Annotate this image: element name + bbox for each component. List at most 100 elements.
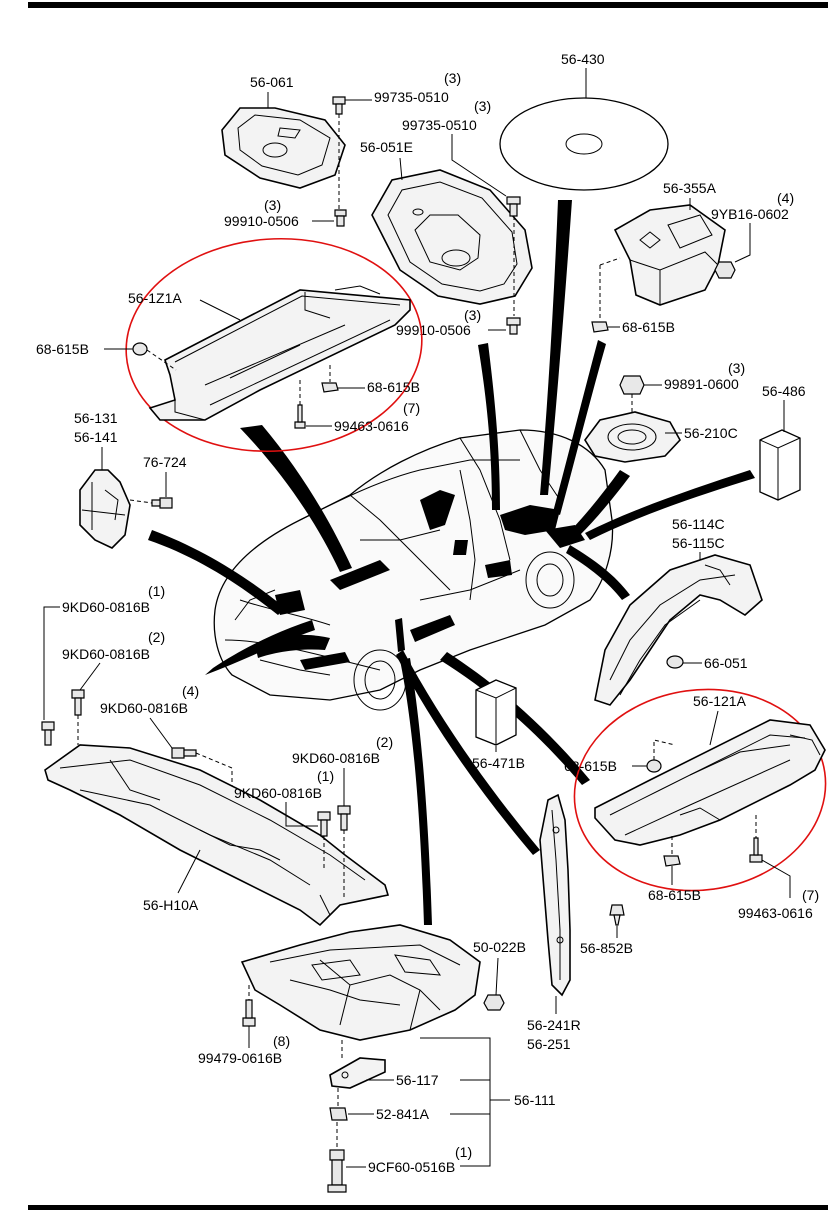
bolt-99910-0506-b [506, 317, 521, 335]
label-56-114c: 56-114C [672, 516, 725, 532]
screw-99479-0616b [242, 999, 256, 1027]
qty-3-b: (3) [474, 98, 491, 114]
qty-1-c: (1) [455, 1144, 472, 1160]
bolt-99735-0510-a [332, 96, 346, 115]
part-56-1z1a [148, 285, 411, 421]
highlight-ring-right [573, 688, 827, 892]
qty-1-a: (1) [148, 583, 165, 599]
label-9kd60-0816b-e: 9KD60-0816B [234, 785, 322, 801]
part-56-111 [240, 924, 481, 1041]
part-56-051e [371, 169, 533, 305]
label-68-615b-e: 68-615B [648, 887, 701, 903]
label-56-117: 56-117 [396, 1072, 439, 1088]
qty-7-a: (7) [403, 400, 420, 416]
bolt-9kd60-0816b-b [71, 689, 85, 716]
label-56-115c: 56-115C [672, 535, 725, 551]
clip-56-852b [609, 904, 625, 926]
label-68-615b-a: 68-615B [36, 341, 89, 357]
label-56-121a: 56-121A [693, 693, 747, 709]
nut-68-615b-b [321, 382, 339, 393]
nut-68-615b-c [591, 321, 609, 333]
label-99910-0506-a: 99910-0506 [224, 213, 299, 229]
label-99463-0616-a: 99463-0616 [334, 418, 409, 434]
qty-2-b: (2) [376, 734, 393, 750]
label-76-724: 76-724 [143, 454, 187, 470]
nut-99891-0600 [619, 375, 645, 395]
label-9cf60-0516b: 9CF60-0516B [368, 1159, 455, 1175]
bolt-76-724 [151, 497, 173, 509]
label-56-131: 56-131 [74, 410, 118, 426]
label-56-486: 56-486 [762, 383, 806, 399]
label-66-051: 66-051 [704, 655, 748, 671]
label-99735-0510-a: 99735-0510 [374, 89, 449, 105]
label-99891-0600: 99891-0600 [664, 376, 739, 392]
qty-4-b: (4) [182, 683, 199, 699]
label-68-615b-b: 68-615B [367, 379, 420, 395]
label-99910-0506-b: 99910-0506 [396, 322, 471, 338]
part-56-210c [584, 411, 681, 463]
qty-3-e: (3) [728, 360, 745, 376]
qty-3-a: (3) [444, 70, 461, 86]
part-56-117 [329, 1057, 386, 1089]
label-99735-0510-b: 99735-0510 [402, 117, 477, 133]
bolt-9kd60-0816b-a [41, 721, 55, 746]
label-9kd60-0816b-c: 9KD60-0816B [100, 700, 188, 716]
part-56-355a [613, 204, 726, 306]
bolt-9kd60-0816b-c [171, 747, 197, 759]
label-56-111: 56-111 [514, 1092, 556, 1108]
label-9yb16-0602: 9YB16-0602 [711, 206, 789, 222]
bolt-9kd60-0816b-d [337, 805, 351, 831]
label-56-051e: 56-051E [360, 139, 413, 155]
clip-66-051 [666, 655, 684, 669]
part-56-h10a [44, 744, 390, 927]
bolt-99735-0510-b [506, 196, 521, 217]
part-56-430 [499, 97, 669, 191]
label-56-852b: 56-852B [580, 940, 633, 956]
part-56-121a [594, 719, 826, 846]
label-56-430: 56-430 [561, 51, 605, 67]
part-56-114c [594, 554, 763, 706]
label-56-355a: 56-355A [663, 180, 717, 196]
label-56-251: 56-251 [527, 1036, 571, 1052]
nut-50-022b [483, 994, 505, 1011]
washer-68-615b-d [646, 759, 662, 773]
label-9kd60-0816b-d: 9KD60-0816B [292, 750, 380, 766]
car-body [213, 429, 614, 711]
part-56-241r [539, 793, 571, 997]
bolt-99910-0506-a [334, 209, 347, 227]
qty-1-b: (1) [317, 768, 334, 784]
part-56-471b [475, 679, 517, 746]
bolt-9kd60-0816b-e [317, 811, 331, 837]
washer-68-615b-a [132, 342, 148, 356]
label-56-1z1a: 56-1Z1A [128, 290, 182, 306]
label-56-h10a: 56-H10A [143, 897, 199, 913]
label-56-210c: 56-210C [684, 425, 738, 441]
label-56-061: 56-061 [250, 74, 294, 90]
bolt-9cf60-0516b [327, 1149, 347, 1193]
part-56-061 [221, 107, 346, 189]
part-56-486 [759, 429, 801, 501]
label-68-615b-d: 68-615B [564, 758, 617, 774]
bottom-border [28, 1205, 828, 1210]
part-56-131 [79, 469, 131, 549]
label-9kd60-0816b-b: 9KD60-0816B [62, 646, 150, 662]
label-50-022b: 50-022B [473, 939, 526, 955]
qty-3-c: (3) [264, 197, 281, 213]
label-99463-0616-b: 99463-0616 [738, 905, 813, 921]
nut-68-615b-e [663, 855, 681, 867]
label-56-241r: 56-241R [527, 1017, 581, 1033]
qty-2-a: (2) [148, 629, 165, 645]
top-border [28, 2, 828, 8]
label-9kd60-0816b-a: 9KD60-0816B [62, 599, 150, 615]
label-56-141: 56-141 [74, 429, 118, 445]
screw-99463-0616-b [749, 837, 763, 863]
nut-52-841a [329, 1107, 348, 1121]
qty-4-a: (4) [777, 190, 794, 206]
label-56-471b: 56-471B [472, 755, 525, 771]
label-52-841a: 52-841A [376, 1106, 430, 1122]
highlight-ring-left [125, 237, 423, 453]
callout-arrows [148, 200, 755, 925]
qty-8: (8) [273, 1033, 290, 1049]
qty-3-d: (3) [464, 307, 481, 323]
label-68-615b-c: 68-615B [622, 319, 675, 335]
